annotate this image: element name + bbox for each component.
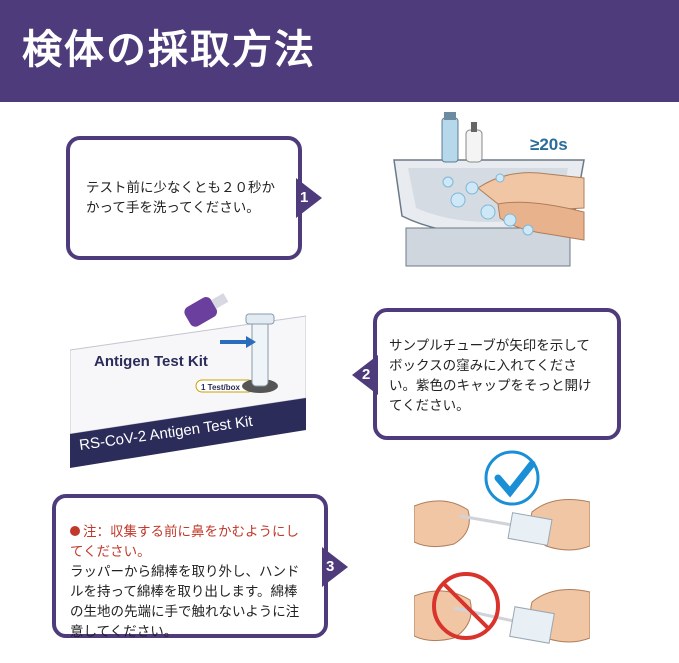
warning-dot-icon <box>70 526 80 536</box>
purple-cap <box>184 293 229 327</box>
timer-label: ≥20s <box>530 135 568 154</box>
step-1-number: 1 <box>300 189 309 206</box>
page-title: 検体の採取方法 <box>22 27 316 73</box>
step-3-callout: 注：収集する前に鼻をかむようにしてください。 ラッパーから綿棒を取り外し、ハンド… <box>52 494 328 640</box>
swab-correct-illustration <box>414 450 590 551</box>
step-2-text: サンプルチューブが矢印を示してボックスの窪みに入れてください。紫色のキャップをそ… <box>389 338 592 414</box>
step-1-text: テスト前に少なくとも２０秒かかって手を洗ってください。 <box>86 180 275 216</box>
kit-badge-label: 1 Test/box <box>201 383 241 392</box>
checkmark-icon <box>494 460 536 498</box>
swab-incorrect-illustration <box>414 572 590 644</box>
header-banner: 検体の採取方法 <box>0 0 679 102</box>
soap-dispenser-icon <box>441 112 483 163</box>
step-1-badge <box>296 178 322 218</box>
kit-front-label: Antigen Test Kit <box>94 353 208 370</box>
hand-washing-illustration: ≥20s <box>393 112 585 267</box>
step-3-badge <box>322 547 348 587</box>
step-3-number: 3 <box>326 558 335 575</box>
step-3-text: ラッパーから綿棒を取り外し、ハンドルを持って綿棒を取り出します。綿棒の生地の先端… <box>70 564 300 640</box>
step-2-badge <box>352 355 378 395</box>
step-2-callout: サンプルチューブが矢印を示してボックスの窪みに入れてください。紫色のキャップをそ… <box>373 308 621 440</box>
step-1-callout: テスト前に少なくとも２０秒かかって手を洗ってください。 <box>66 136 302 260</box>
sample-tube <box>251 319 269 387</box>
prohibited-icon <box>432 572 500 640</box>
step-2-number: 2 <box>362 366 371 383</box>
step-3-warning: 注：収集する前に鼻をかむようにしてください。 <box>70 524 299 560</box>
test-kit-box-illustration: Antigen Test Kit RS-CoV-2 Antigen Test K… <box>70 293 306 468</box>
